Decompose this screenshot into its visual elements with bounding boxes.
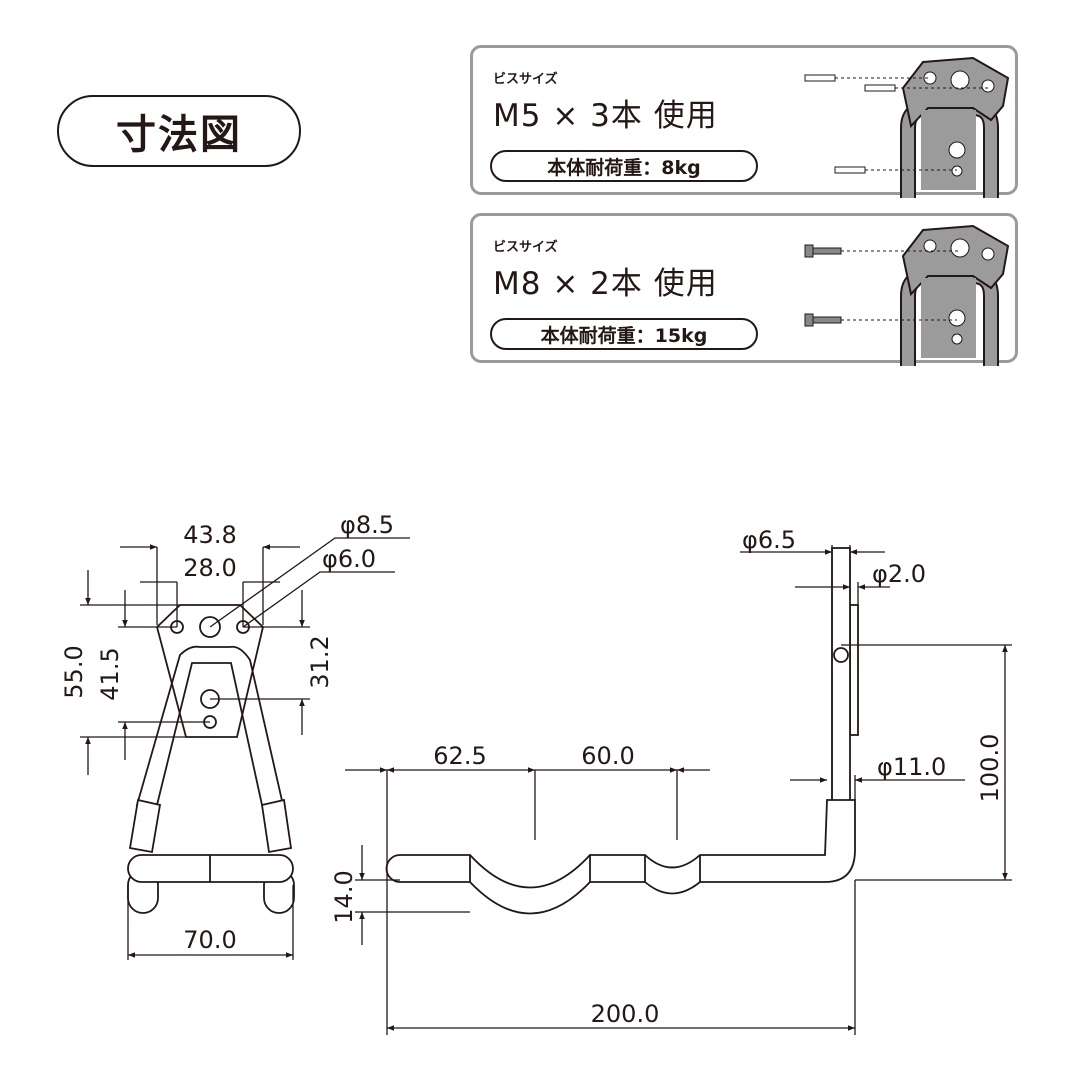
dim-rod-6-5: φ6.5	[742, 526, 796, 554]
dim-55-0: 55.0	[60, 645, 88, 698]
dim-plate-2-0: φ2.0	[872, 560, 926, 588]
screw-size-label: ビスサイズ	[493, 72, 558, 87]
load-capacity: 本体耐荷重：8kg	[490, 150, 758, 182]
spec-box-m8: ビスサイズ M8 × 2本 使用 本体耐荷重：15kg	[470, 213, 1018, 366]
dim-31-2: 31.2	[306, 635, 334, 688]
dim-70-0: 70.0	[183, 926, 236, 954]
dim-60-0: 60.0	[581, 742, 634, 770]
dim-62-5: 62.5	[433, 742, 486, 770]
screw-usage: M8 × 2本 使用	[493, 266, 718, 302]
dim-hole-6-0: φ6.0	[322, 545, 376, 573]
title-badge: 寸法図	[57, 95, 301, 167]
dim-43-8: 43.8	[183, 521, 236, 549]
dim-28-0: 28.0	[183, 554, 236, 582]
dim-tube-11-0: φ11.0	[877, 753, 946, 781]
spec-box-m5: ビスサイズ M5 × 3本 使用 本体耐荷重：8kg	[470, 45, 1018, 198]
dim-hole-8-5: φ8.5	[340, 511, 394, 539]
dim-14-0: 14.0	[330, 870, 358, 923]
dim-200-0: 200.0	[591, 1000, 660, 1028]
bracket-mounting-illustration	[804, 56, 1010, 198]
side-view	[385, 547, 859, 915]
load-capacity: 本体耐荷重：15kg	[490, 318, 758, 350]
screw-usage: M5 × 3本 使用	[493, 98, 718, 134]
screw-size-label: ビスサイズ	[493, 240, 558, 255]
dim-100-0: 100.0	[976, 734, 1004, 803]
front-view	[127, 604, 295, 914]
bracket-mounting-illustration	[804, 224, 1010, 366]
dim-41-5: 41.5	[96, 647, 124, 700]
